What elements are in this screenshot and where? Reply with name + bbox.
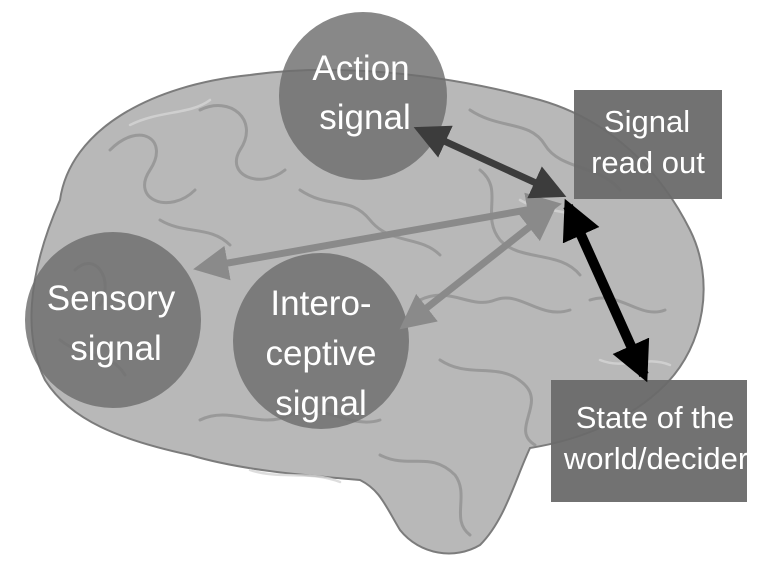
action-signal-label-line1: Action [312,49,409,88]
sensory-signal-node [25,232,201,408]
signal-readout-label-line2: read out [591,145,705,180]
action-signal-label-line2: signal [319,98,410,137]
sensory-signal-label-line1: Sensory [47,279,176,318]
action-signal-node [279,12,447,180]
world-decider-label-line1: State of the [576,400,735,435]
interoceptive-signal-label-line3: signal [275,384,366,423]
world-decider-label-line2: world/decider [563,441,748,476]
sensory-signal-label-line2: signal [70,329,161,368]
signal-readout-label-line1: Signal [604,104,690,139]
interoceptive-signal-label-line1: Intero- [270,284,371,323]
interoceptive-signal-label-line2: ceptive [266,334,377,373]
